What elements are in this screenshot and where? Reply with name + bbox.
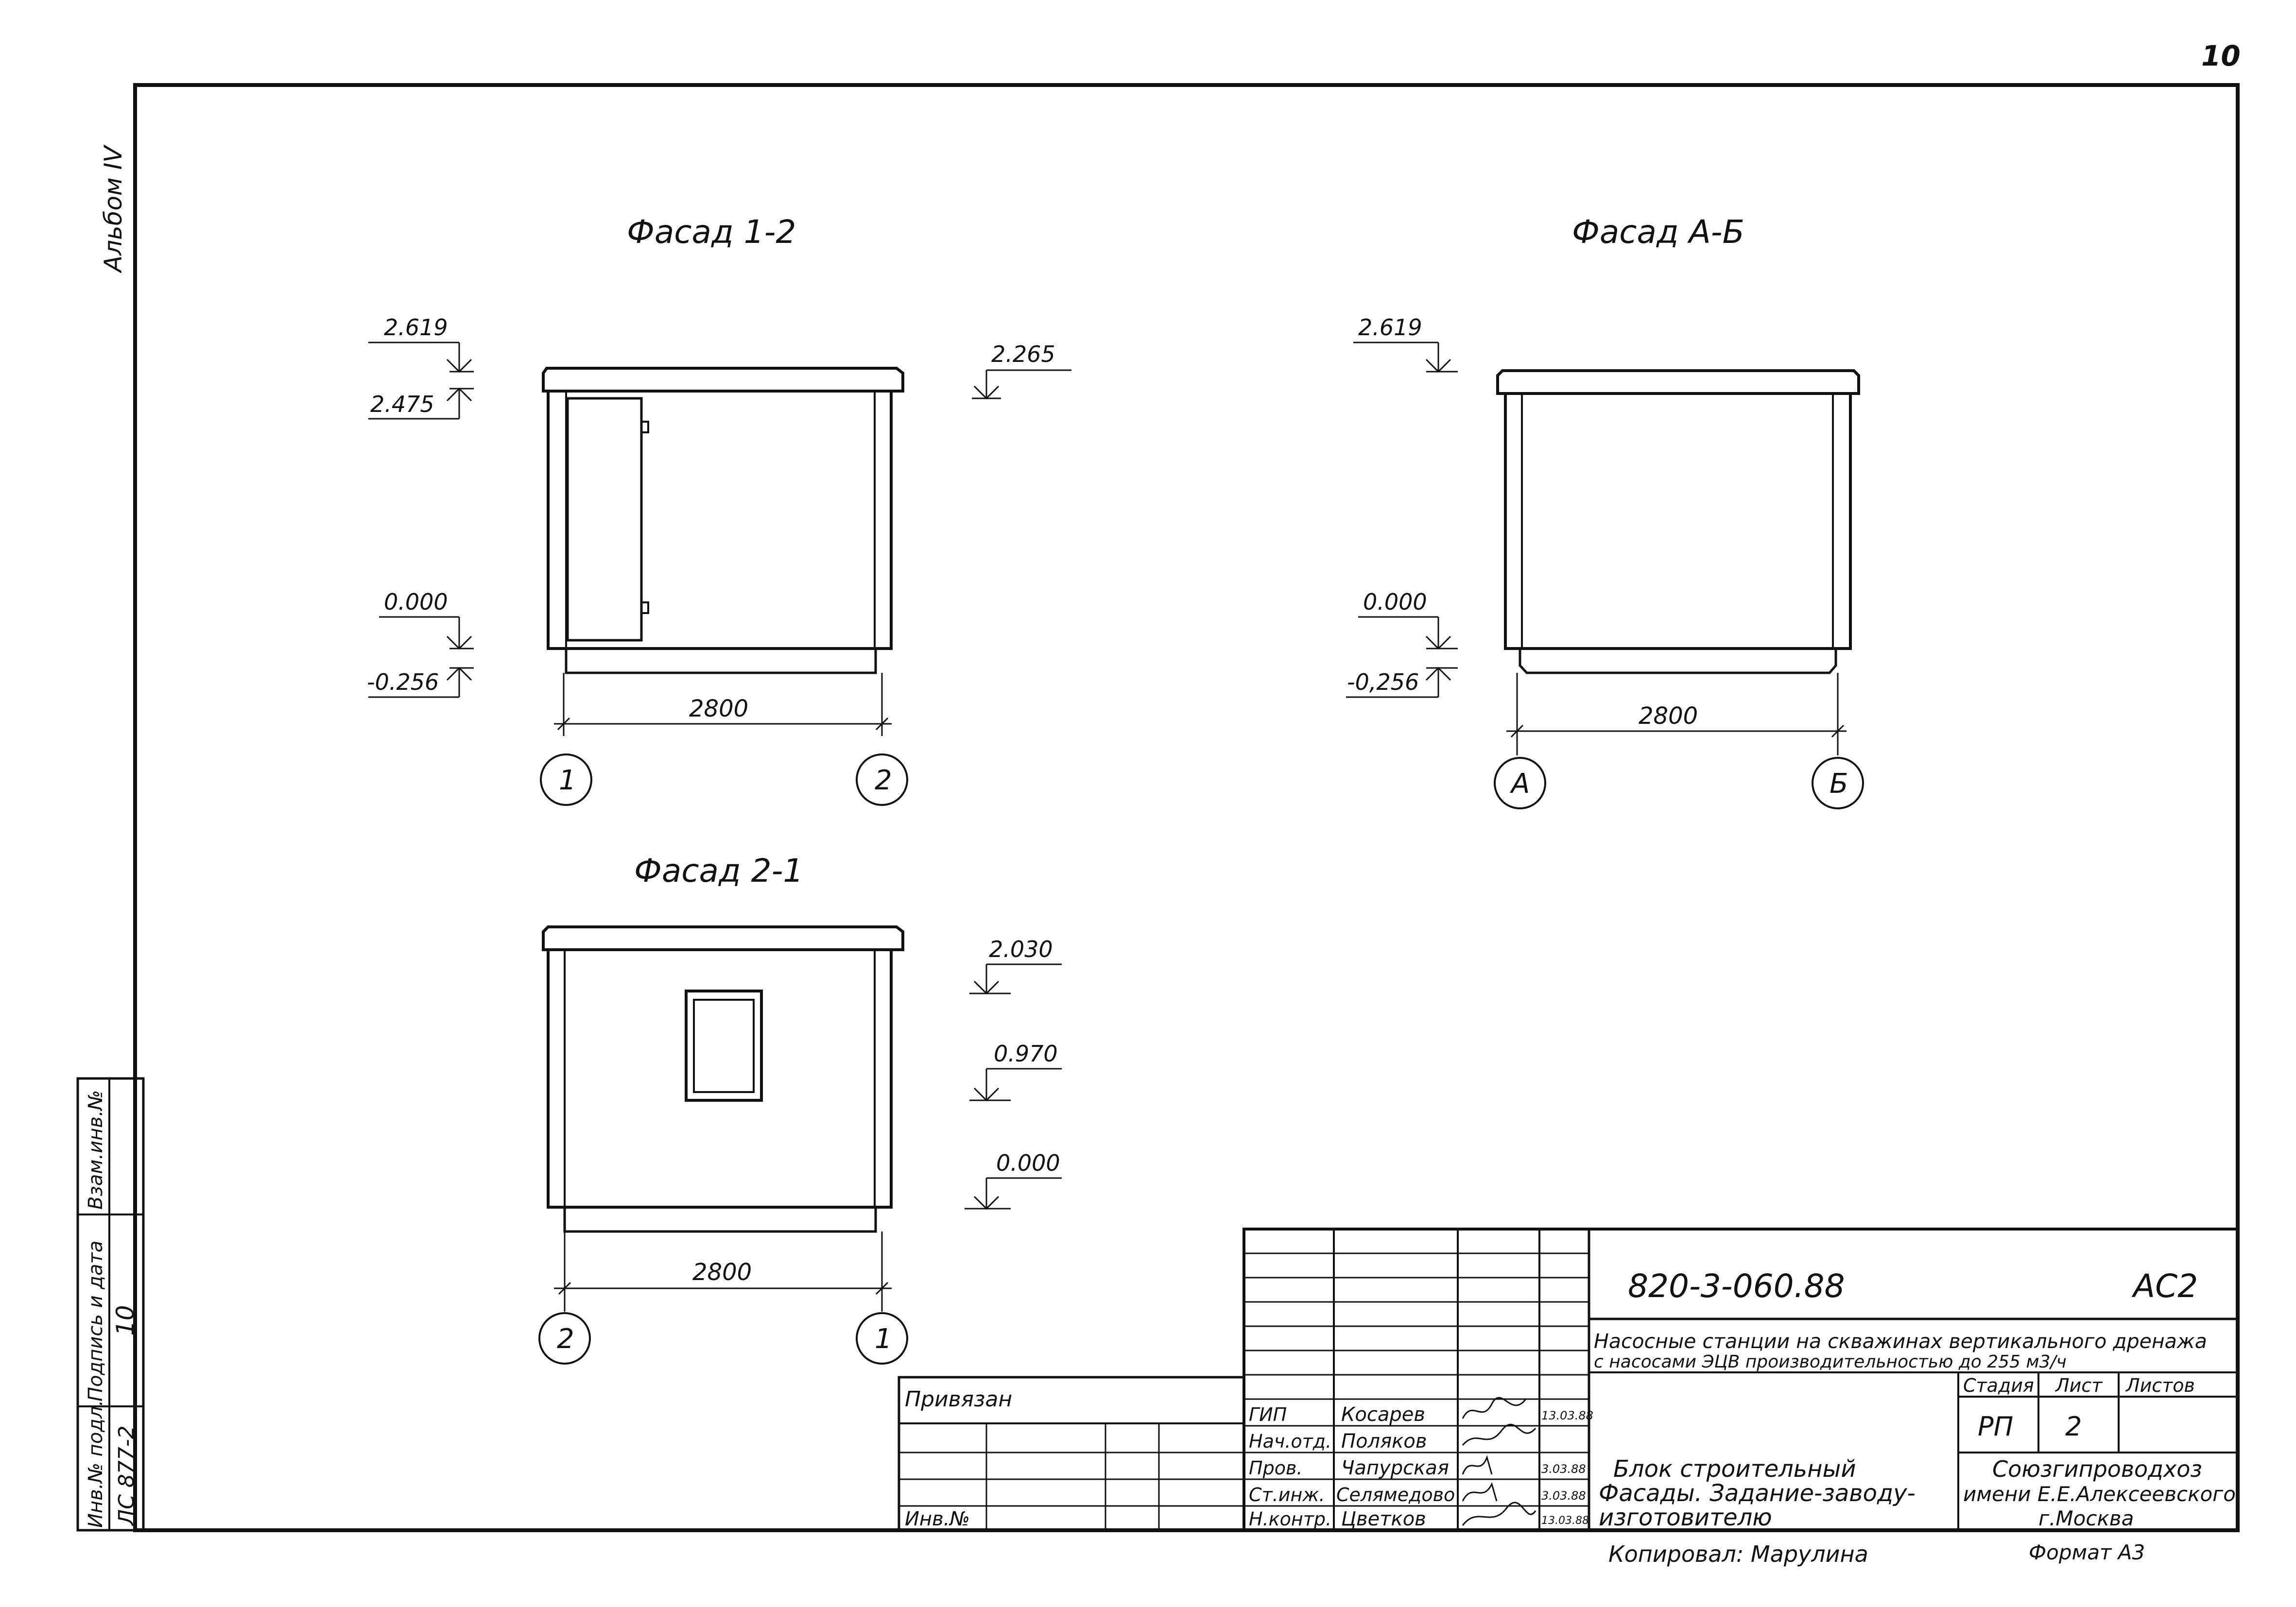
level-0000: 0.000 [384, 589, 448, 615]
org-line2: имени Е.Е.Алексеевского [1963, 1482, 2236, 1506]
stage-value: РП [1978, 1411, 2013, 1442]
drawing-title-line3: изготовителю [1599, 1504, 1772, 1531]
facade-a-b: Фасад А-Б 2.619 0.000 -0,256 2800 А Б [1346, 213, 1864, 809]
facade-2-1-title: Фасад 2-1 [634, 852, 803, 889]
album-label: Альбом IV [99, 144, 127, 274]
width-dimension-21: 2800 [692, 1259, 752, 1286]
name-head-dept: Поляков [1341, 1430, 1427, 1453]
facade-2-1: Фасад 2-1 2.030 0.970 0.000 2800 2 1 [538, 852, 1062, 1365]
title-block: 820-3-060.88 АС2 Насосные станции на скв… [1243, 1228, 2239, 1532]
project-title-line1: Насосные станции на скважинах вертикальн… [1594, 1330, 2207, 1353]
facade-1-2-base [565, 647, 877, 674]
sheet-label: Лист [2054, 1375, 2103, 1396]
drawing-title-line1: Блок строительный [1613, 1455, 1856, 1483]
stage-label: Стадия [1963, 1375, 2034, 1396]
facade-1-2: Фасад 1-2 2.619 2.475 0.000 -0.256 [367, 213, 1071, 806]
axis-bubble-b: Б [1830, 768, 1848, 800]
facade-2-1-body [547, 948, 893, 1209]
level-2475: 2.475 [370, 391, 434, 417]
facade-a-b-roof [1496, 369, 1860, 395]
left-stamp: Взам.инв.№ Подпись и дата Инв.№ подл. 10… [76, 1077, 145, 1532]
axis-bubble-a: А [1510, 768, 1530, 800]
facade-1-2-title: Фасад 1-2 [627, 213, 796, 251]
level-0000-ab: 0.000 [1363, 589, 1427, 615]
facade-a-b-base [1519, 649, 1837, 674]
stamp-value-signature-date: 10 [111, 1305, 139, 1336]
level-minus-0256-ab: -0,256 [1347, 669, 1419, 695]
facade-2-1-base [563, 1206, 877, 1233]
level-minus-0256: -0.256 [367, 669, 439, 695]
name-gip: Косарев [1341, 1403, 1425, 1426]
width-dimension-ab: 2800 [1639, 702, 1698, 730]
sheets-label: Листов [2125, 1375, 2195, 1396]
project-title-line2: с насосами ЭЦВ производительностью до 25… [1594, 1352, 2067, 1372]
axis-bubble-1-right: 1 [875, 1323, 892, 1355]
drawing-title-line2: Фасады. Задание-заводу- [1599, 1480, 1916, 1507]
level-2619: 2.619 [384, 314, 448, 341]
page-number: 10 [2201, 39, 2241, 72]
drawing-frame [133, 83, 2240, 1532]
width-dimension: 2800 [689, 695, 748, 722]
doc-code: 820-3-060.88 [1628, 1267, 1845, 1305]
bound-inv-label: Инв.№ [905, 1508, 970, 1530]
org-line1: Союзгипроводхоз [1992, 1456, 2202, 1482]
axis-bubble-2: 2 [875, 765, 892, 796]
level-2030: 2.030 [989, 936, 1053, 962]
stamp-label-original-inv: Инв.№ подл. [85, 1400, 107, 1528]
date-gip: 13.03.88 [1541, 1409, 1593, 1422]
facade-1-2-door [566, 397, 643, 642]
stamp-value-original-inv: ЛС 877-2 [114, 1425, 139, 1526]
name-norm-control: Цветков [1341, 1508, 1426, 1530]
axis-bubble-2-left: 2 [557, 1323, 574, 1355]
stamp-label-signature-date: Подпись и дата [85, 1241, 107, 1402]
level-0970: 0.970 [994, 1041, 1058, 1067]
role-norm-control: Н.контр. [1249, 1508, 1331, 1530]
sheet-value: 2 [2065, 1411, 2082, 1442]
role-senior-eng: Ст.инж. [1249, 1484, 1325, 1505]
copied-by: Копировал: Марулина [1608, 1541, 1868, 1567]
role-gip: ГИП [1249, 1404, 1287, 1425]
sheet-code: АС2 [2131, 1267, 2198, 1305]
date-senior-eng: 3.03.88 [1541, 1489, 1586, 1503]
facade-a-b-body [1504, 392, 1852, 650]
level-2619-ab: 2.619 [1358, 314, 1422, 341]
name-checked: Чапурская [1341, 1457, 1449, 1479]
facade-2-1-window [685, 990, 763, 1102]
level-2265: 2.265 [991, 341, 1055, 367]
bound-label: Привязан [905, 1387, 1012, 1412]
facade-1-2-body [547, 390, 893, 650]
format-label: Формат А3 [2029, 1540, 2145, 1564]
facade-a-b-title: Фасад А-Б [1572, 213, 1744, 251]
facade-2-1-roof [542, 925, 904, 951]
facade-1-2-roof [542, 367, 904, 393]
stamp-label-replaced-inv: Взам.инв.№ [85, 1090, 107, 1210]
name-senior-eng: Селямедово [1336, 1484, 1455, 1505]
signature-scribbles [1462, 1397, 1536, 1526]
role-head-dept: Нач.отд. [1249, 1431, 1331, 1452]
axis-bubble-1: 1 [559, 765, 576, 796]
binding-block: Привязан Инв.№ [898, 1376, 1245, 1532]
date-norm-control: 13.03.88 [1541, 1515, 1589, 1527]
date-checked: 3.03.88 [1541, 1462, 1586, 1476]
org-line3: г.Москва [2038, 1506, 2134, 1530]
role-checked: Пров. [1249, 1457, 1302, 1479]
level-0000-21: 0.000 [996, 1150, 1060, 1176]
